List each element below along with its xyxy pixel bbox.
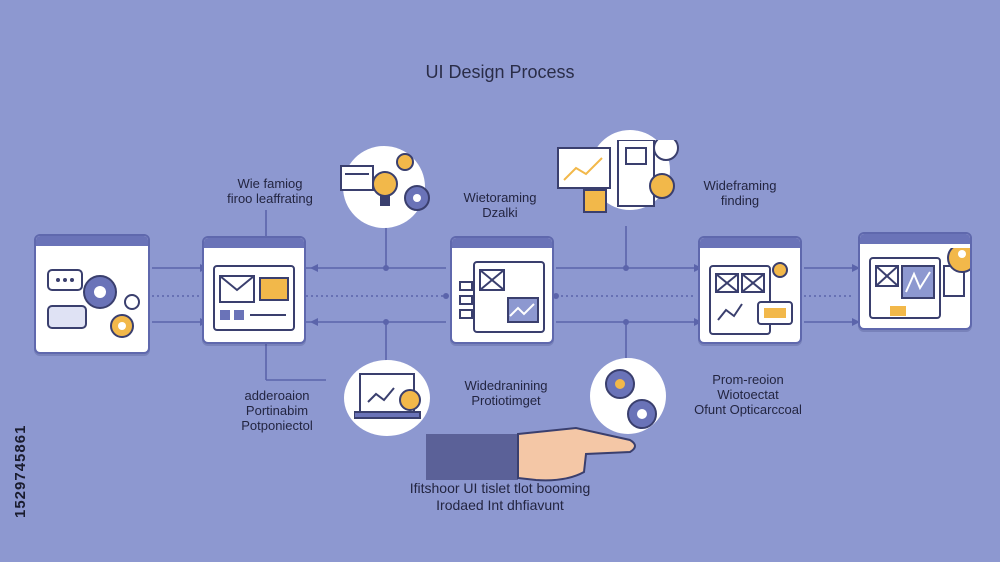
card-titlebar	[700, 238, 800, 248]
laptop-icon	[354, 373, 421, 419]
label-bottom-caption: Ifitshoor UI tislet tlot booming Irodaed…	[360, 480, 640, 514]
side-id-text: 1529745861	[12, 318, 30, 518]
lightbulb-circle	[340, 146, 430, 228]
label-line: Ofunt Opticarccoal	[694, 402, 802, 417]
label-bottom-mid: Widedranining Protiotimget	[446, 378, 566, 408]
step-card-4[interactable]	[698, 236, 802, 344]
label-line: finding	[720, 193, 760, 208]
label-line: Wie famiog	[237, 176, 303, 191]
step-card-5[interactable]	[858, 232, 972, 330]
side-id-value: 1529745861	[12, 424, 29, 518]
analytics-circle	[557, 130, 679, 213]
label-line: Portinabim	[245, 403, 309, 418]
card-titlebar	[452, 238, 552, 248]
step-card-1[interactable]	[34, 234, 150, 354]
chat-gear-icon	[47, 269, 140, 338]
label-top-left: Wie famiog firoo leaffrating	[200, 176, 340, 206]
label-line: Widedranining	[464, 378, 548, 393]
label-line: Prom-reoion	[712, 372, 784, 387]
label-line: adderoaion	[244, 388, 310, 403]
gears-icon	[605, 369, 657, 429]
label-line: Potponiectol	[241, 418, 313, 433]
label-line: Protiotimget	[471, 393, 541, 408]
chart-lock-icon	[557, 140, 679, 213]
label-line: Irodaed Int dhfiavunt	[436, 497, 564, 513]
label-bottom-right: Prom-reoion Wiotoectat Ofunt Opticarccoa…	[678, 372, 818, 417]
card-titlebar	[204, 238, 304, 248]
step-card-2[interactable]	[202, 236, 306, 344]
lightbulb-icon	[340, 153, 430, 211]
analytics-window-icon	[709, 262, 793, 335]
hand-pointer-icon	[426, 426, 636, 482]
label-line: Wiotoectat	[717, 387, 779, 402]
profile-window-icon	[869, 248, 970, 319]
page-title: UI Design Process	[425, 62, 575, 82]
wireframe-window-icon	[459, 261, 545, 333]
label-line: Wietoraming	[463, 190, 537, 205]
label-line: firoo leaffrating	[227, 191, 313, 206]
mail-window-icon	[213, 265, 295, 331]
label-line: Wideframing	[703, 178, 777, 193]
label-bottom-left: adderoaion Portinabim Potponiectol	[222, 388, 332, 433]
label-top-right: Wideframing finding	[680, 178, 800, 208]
card-titlebar	[860, 234, 970, 244]
laptop-circle	[344, 360, 430, 436]
label-line: Ifitshoor UI tislet tlot booming	[409, 480, 591, 496]
card-titlebar	[36, 236, 148, 246]
gears-circle	[590, 358, 666, 434]
step-card-3[interactable]	[450, 236, 554, 344]
label-line: Dzalki	[482, 205, 518, 220]
label-top-mid: Wietoraming Dzalki	[440, 190, 560, 220]
